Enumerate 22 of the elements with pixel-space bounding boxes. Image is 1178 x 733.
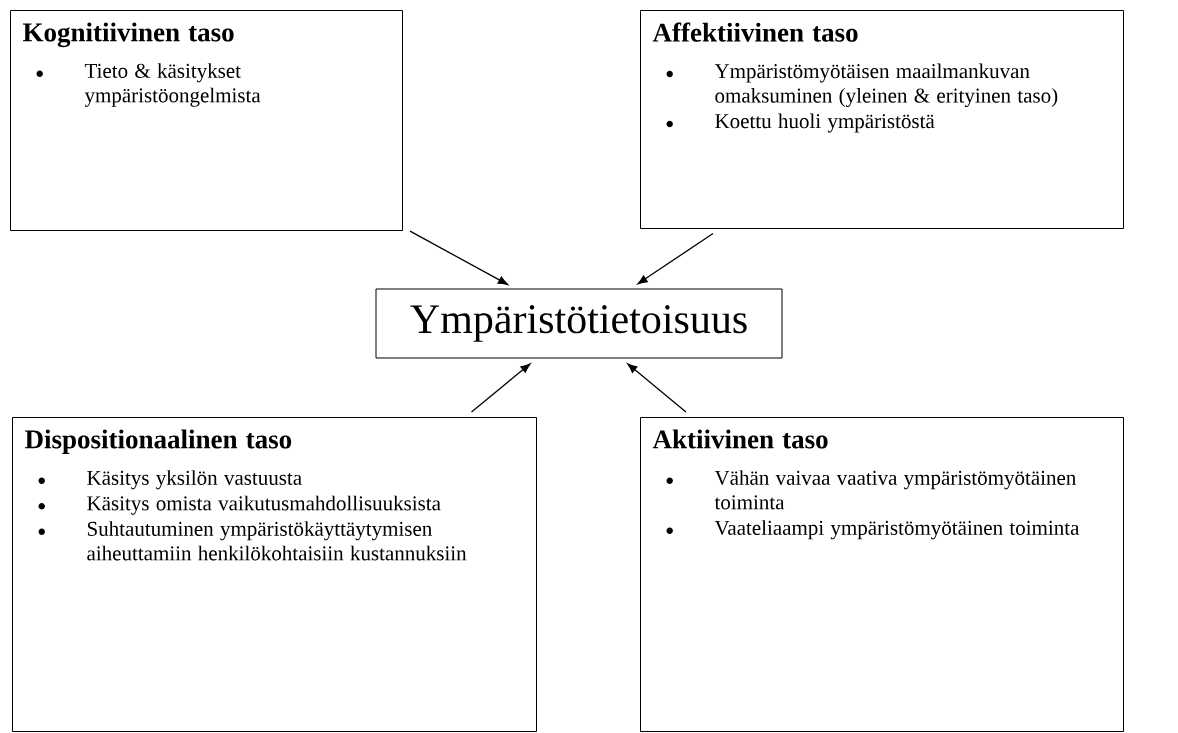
bullet-text: Ympäristömyötäisen maailmankuvan omaksuminen (yleinen & erityinen taso) [714, 63, 1058, 108]
box-heading: Aktiivinen taso [652, 429, 828, 449]
arrow [409, 230, 508, 285]
text-box [640, 417, 1124, 732]
box-heading: Dispositionaalinen taso [25, 429, 292, 454]
bullet-text: Tieto & käsitykset ympäristöongelmista [84, 63, 261, 107]
node-label: Ympäristötietoisuus [410, 305, 747, 342]
arrow [470, 363, 531, 413]
text-box [640, 10, 1124, 229]
bullet-text: Suhtautuminen ympäristökäyttäytymisen aiheuttamiin henkilökohtaisiin kustannuksiin [87, 521, 467, 561]
bullet-text: Käsitys yksilön vastuusta [87, 470, 302, 490]
bullet-text: Vähän vaivaa vaativa ympäristömyötäinen toiminta [714, 470, 1076, 510]
arrow [637, 232, 714, 285]
text-box [12, 417, 537, 732]
box-heading: Affektiivinen taso [652, 22, 858, 42]
box-heading: Kognitiivinen taso [22, 22, 234, 48]
arrow [627, 363, 687, 413]
bullet-text: Koettu huoli ympäristöstä [715, 113, 935, 133]
text-box [375, 288, 783, 359]
bullet-text: Käsitys omista vaikutusmahdollisuuksista [87, 495, 441, 515]
text-box [10, 10, 403, 231]
bullet-text: Vaateliaampi ympäristömyötäinen toiminta [714, 520, 1080, 540]
